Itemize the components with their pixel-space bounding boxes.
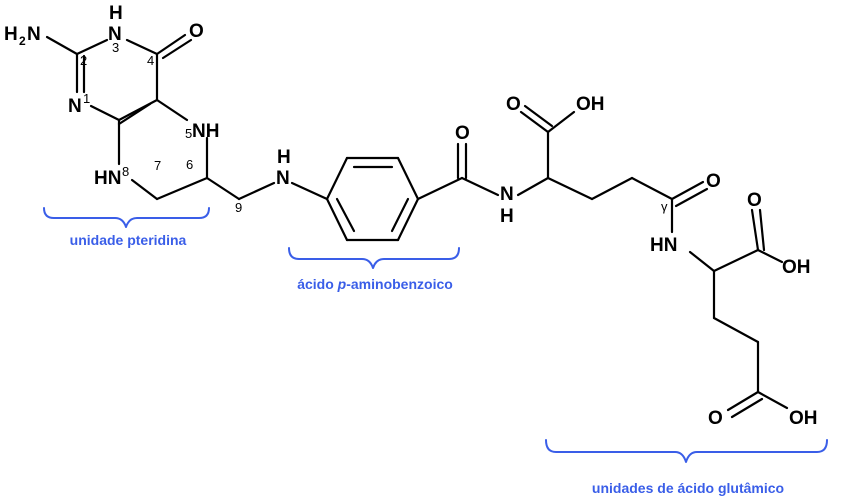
- paba-brace: [288, 247, 460, 269]
- o4-label: O: [189, 21, 204, 42]
- paba-caption-suffix: -aminobenzoico: [346, 276, 453, 292]
- position-9-number: 9: [235, 200, 242, 215]
- position-4-number: 4: [147, 53, 154, 68]
- acid1-hydroxyl-label: OH: [576, 94, 605, 115]
- amide2-oxygen-label: O: [706, 171, 721, 192]
- n1-label: N: [68, 96, 82, 117]
- paba-caption-italic: p: [337, 276, 347, 292]
- amide1-oxygen-label: O: [455, 123, 470, 144]
- acid2-hydroxyl-label: OH: [782, 257, 811, 278]
- glutamic-brace: [545, 439, 828, 463]
- position-2-number: 2: [80, 53, 87, 68]
- pteridine-brace: [43, 207, 210, 228]
- n5-label: NH: [192, 121, 219, 142]
- atom-labels: H N H 2 N O N NH HN H N O N H O OH O HN …: [4, 3, 818, 429]
- position-7-number: 7: [154, 158, 161, 173]
- acid1-oxygen-label: O: [506, 94, 521, 115]
- glutamic-caption: unidades de ácido glutâmico: [592, 480, 784, 496]
- captions: unidade pteridina ácido p-aminobenzoico …: [70, 232, 784, 496]
- amide1-n-label: N: [500, 184, 514, 205]
- paba-caption-prefix: ácido: [297, 276, 337, 292]
- braces: [43, 207, 828, 463]
- position-3-number: 3: [112, 40, 119, 55]
- pteridine-bonds: [45, 33, 209, 201]
- position-1-number: 1: [83, 91, 90, 106]
- paba-caption: ácido p-aminobenzoico: [297, 276, 453, 292]
- position-numbers: 1 2 3 4 5 6 7 8 9 γ: [80, 40, 668, 215]
- paba-bonds: [205, 142, 500, 242]
- position-8-number: 8: [122, 164, 129, 179]
- amino-n-label: N: [27, 24, 41, 45]
- amino-subscript-label: 2: [19, 34, 26, 48]
- n10-hydrogen-label: H: [277, 147, 291, 168]
- pteridine-caption: unidade pteridina: [70, 232, 187, 248]
- glutamic-2-bonds: [688, 208, 789, 419]
- n3-hydrogen-label: H: [109, 3, 123, 24]
- position-6-number: 6: [186, 157, 193, 172]
- acid3-hydroxyl-label: OH: [789, 408, 818, 429]
- n3-label: N: [108, 24, 122, 45]
- amide2-nh-label: HN: [650, 235, 677, 256]
- acid2-oxygen-label: O: [747, 190, 762, 211]
- position-5-number: 5: [185, 126, 192, 141]
- glutamic-1-bonds: [516, 104, 709, 234]
- gamma-label: γ: [661, 199, 668, 214]
- amino-h-label: H: [4, 24, 18, 45]
- amide1-h-label: H: [500, 206, 514, 227]
- n10-label: N: [276, 168, 290, 189]
- n8-label: HN: [94, 168, 121, 189]
- acid3-oxygen-label: O: [708, 408, 723, 429]
